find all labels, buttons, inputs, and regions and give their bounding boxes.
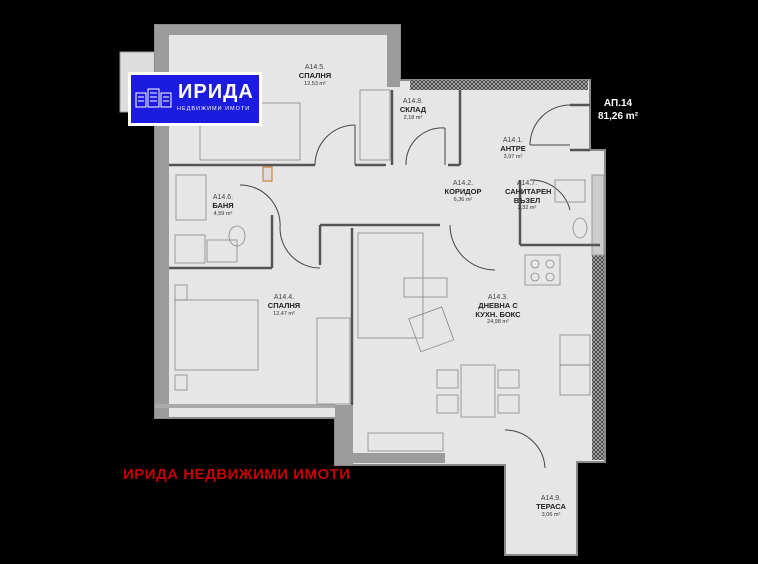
room-name: АНТРЕ <box>500 144 526 154</box>
buildings-icon <box>135 88 172 108</box>
room-code: A14.8. <box>402 98 424 105</box>
room-bedroom-1: A14.5. СПАЛНЯ 12,53 m² <box>299 64 331 87</box>
bathtub <box>175 174 207 221</box>
room-living-kitchen: A14.3. ДНЕВНА С КУХН. БОКС 24,98 m² <box>468 294 528 326</box>
apartment-label: АП.14 81,26 m² <box>598 98 638 123</box>
room-name: СПАЛНЯ <box>267 301 301 311</box>
room-wc: A14.7. САНИТАРЕН ВЪЗЕЛ 2,32 m² <box>505 180 552 212</box>
stove <box>524 254 561 286</box>
logo-name: ИРИДА <box>178 81 254 103</box>
room-area: 2,32 m² <box>517 205 537 212</box>
room-code: A14.2. <box>452 180 474 187</box>
tv-unit <box>367 432 444 452</box>
brand-logo: ИРИДА НЕДВИЖИМИ ИМОТИ <box>128 72 262 126</box>
room-code: A14.5. <box>304 64 326 71</box>
hatched-wall-top <box>410 80 588 90</box>
room-area: 4,59 m² <box>213 210 233 217</box>
room-name: САНИТАРЕН ВЪЗЕЛ <box>505 187 552 205</box>
sofa <box>357 232 424 339</box>
room-name: СКЛАД <box>399 105 427 115</box>
room-code: A14.1. <box>502 137 524 144</box>
room-code: A14.6. <box>212 194 234 201</box>
room-area: 12,47 m² <box>273 310 295 317</box>
room-area: 3,97 m² <box>503 153 523 160</box>
room-storage: A14.8. СКЛАД 2,18 m² <box>400 98 426 121</box>
room-code: A14.7. <box>516 180 538 187</box>
exterior-walls <box>155 25 445 465</box>
room-name: ТЕРАСА <box>536 502 566 512</box>
room-area: 12,53 m² <box>304 80 326 87</box>
room-name: ДНЕВНА С КУХН. БОКС <box>475 301 521 319</box>
furniture <box>174 89 591 452</box>
room-code: A14.4. <box>273 294 295 301</box>
bed-bottom <box>174 299 259 371</box>
logo-tagline: НЕДВИЖИМИ ИМОТИ <box>177 106 251 112</box>
watermark-text: ИРИДА НЕДВИЖИМИ ИМОТИ <box>123 466 351 483</box>
wardrobe-bottom <box>316 317 351 405</box>
doors <box>239 104 571 469</box>
room-area: 6,36 m² <box>453 196 473 203</box>
room-code: A14.9. <box>540 495 562 502</box>
room-area: 2,18 m² <box>403 114 423 121</box>
room-name: КОРИДОР <box>444 187 482 197</box>
room-name: БАНЯ <box>212 201 234 211</box>
coffee-table <box>403 277 448 298</box>
wardrobe-top <box>359 89 391 161</box>
washer <box>559 364 591 396</box>
toilet <box>572 217 588 239</box>
room-area: 24,98 m² <box>487 319 509 326</box>
room-terrace: A14.9. ТЕРАСА 3,06 m² <box>536 495 566 518</box>
hatched-wall-right <box>592 255 604 460</box>
dining-table <box>460 364 496 418</box>
room-bathroom: A14.6. БАНЯ 4,59 m² <box>212 194 233 217</box>
apartment-area: 81,26 m² <box>598 110 639 122</box>
room-name: СПАЛНЯ <box>298 71 332 81</box>
boiler <box>262 166 273 182</box>
room-corridor: A14.2. КОРИДОР 6,36 m² <box>445 180 482 203</box>
interior-walls <box>169 90 600 405</box>
room-code: A14.3. <box>487 294 509 301</box>
room-entrance: A14.1. АНТРЕ 3,97 m² <box>500 137 525 160</box>
apartment-number: АП.14 <box>603 98 633 109</box>
armchair <box>408 306 455 353</box>
room-bedroom-2: A14.4. СПАЛНЯ 12,47 m² <box>268 294 300 317</box>
room-area: 3,06 m² <box>541 511 561 518</box>
